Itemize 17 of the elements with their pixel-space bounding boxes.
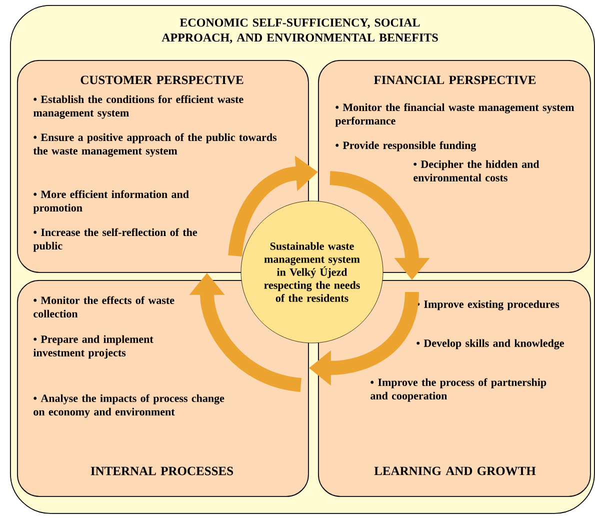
box-heading: LEARNING AND GROWTH <box>374 466 536 476</box>
bullet-text: • Monitor the effects of waste collection <box>34 296 174 318</box>
bullet-text: • Establish the conditions for efficient waste management system <box>34 95 244 119</box>
bullet-text: • Improve the process of partnership and cooperation <box>370 378 546 402</box>
box-heading: CUSTOMER PERSPECTIVE <box>80 76 244 84</box>
bullet-text: • Monitor the financial waste management system performance <box>335 103 574 127</box>
box-heading: FINANCIAL PERSPECTIVE <box>374 76 536 84</box>
bullet-text: • Ensure a positive approach of the public towards the waste management system <box>33 133 277 157</box>
box-heading: INTERNAL PROCESSES <box>90 466 233 476</box>
bullet-text: • Analyse the impacts of process change on economy and environment <box>34 394 224 418</box>
bullet-text: • More efficient information and promotion <box>33 190 189 214</box>
bullet-text: • Decipher the hidden and environmental costs <box>414 160 540 182</box>
title-text: ECONOMIC SELF-SUFFICIENCY, SOCIAL APPROACH, AND ENVIRONMENTAL BENEFITS <box>162 18 438 44</box>
bullet-text: • Provide responsible funding <box>336 141 476 152</box>
bullet-text: • Increase the self-reflection of the public <box>33 228 198 252</box>
bullet-text: • Prepare and implement investment projects <box>33 335 154 359</box>
bullet-text: • Develop skills and knowledge <box>416 339 564 350</box>
